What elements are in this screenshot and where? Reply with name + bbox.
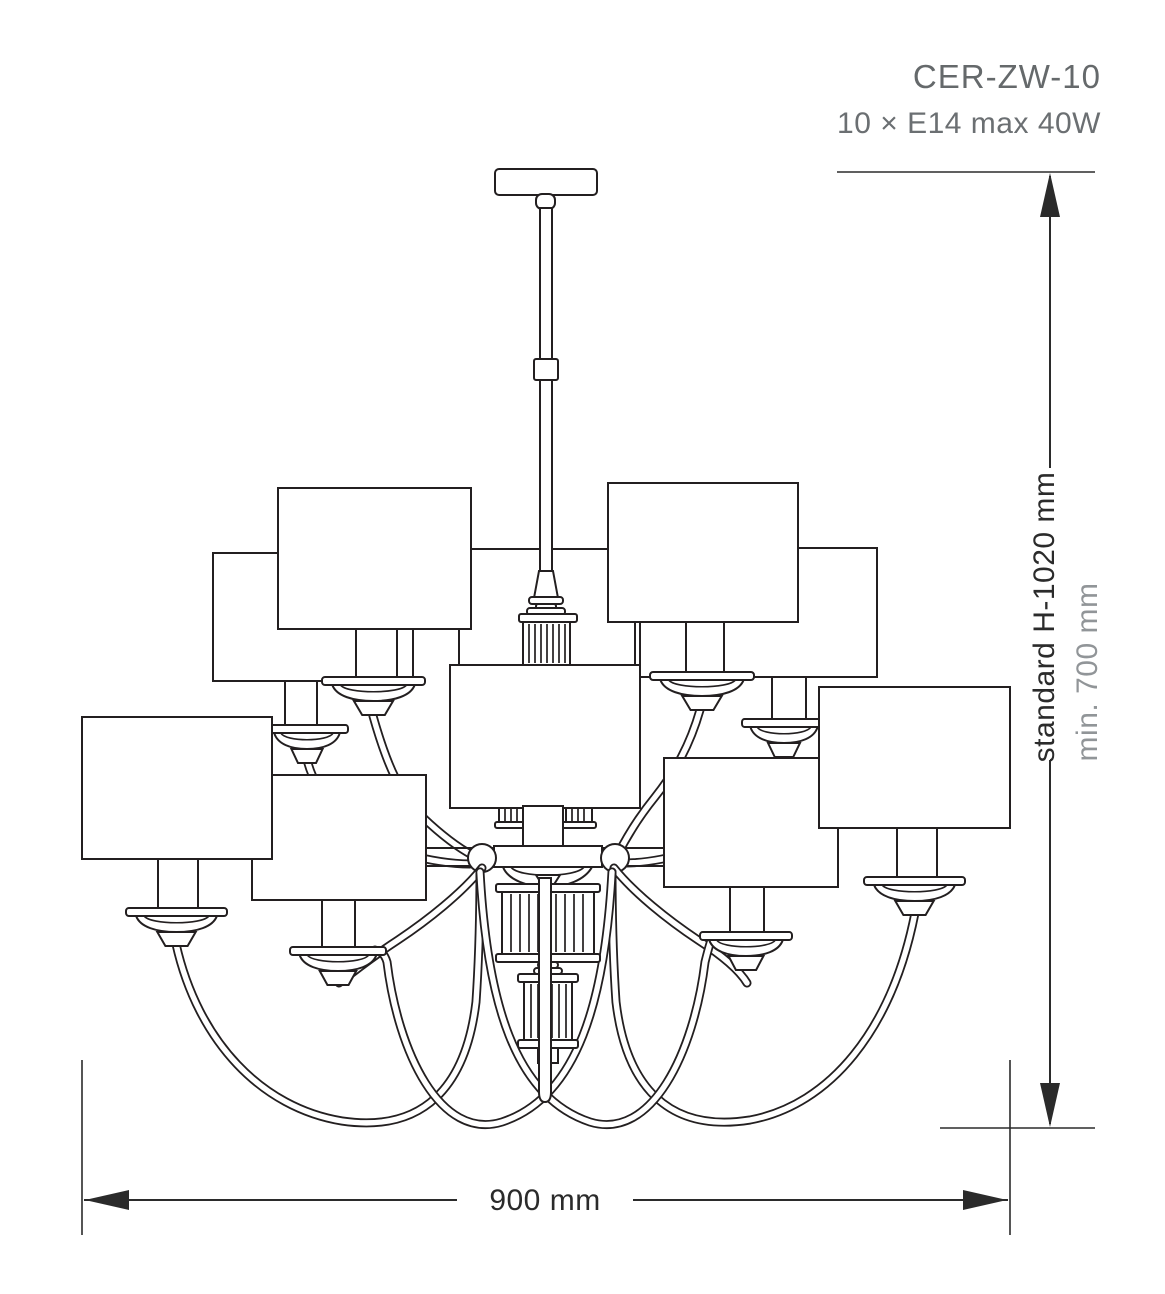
column-top-ribbed-section [518, 613, 578, 666]
shade-lower-left [81, 716, 273, 860]
bobeche-lower-left [124, 906, 229, 948]
hub-plate [493, 845, 603, 868]
shade-lower-midleft [251, 774, 427, 901]
shade-upper-right-group [607, 482, 799, 861]
shade-lower-midleft-group [251, 774, 427, 986]
candle-upper-right [685, 621, 725, 673]
bobeche-upper-right [648, 670, 756, 712]
hub-column [522, 805, 564, 848]
candle-rear-right [771, 676, 807, 722]
candle-upper-left [355, 628, 398, 678]
candle-lower-right [896, 827, 938, 878]
height-standard-label: standard H-1020 mm [1028, 472, 1061, 763]
shade-upper-left [277, 487, 472, 630]
shade-lower-midright-group [663, 757, 839, 971]
shade-center [449, 664, 641, 809]
candle-lower-left [157, 858, 199, 909]
column-center-rod [538, 877, 552, 1104]
arrow-right-icon [963, 1190, 1007, 1210]
arrow-left-icon [85, 1190, 129, 1210]
shade-lower-right-group [818, 686, 1011, 917]
height-dimension: standard H-1020 mm min. 700 mm [837, 171, 1104, 1129]
shade-lower-right [818, 686, 1011, 829]
arrow-down-icon [1040, 1083, 1060, 1127]
candle-lower-midright [729, 886, 765, 933]
bobeche-lower-right [862, 875, 967, 917]
product-code: CER-ZW-10 [913, 58, 1101, 95]
arrow-up-icon [1040, 173, 1060, 217]
candle-lower-midleft [321, 899, 356, 948]
height-min-label: min. 700 mm [1071, 583, 1104, 762]
hanging-rod [526, 207, 566, 616]
rod-flare [532, 570, 560, 599]
shade-upper-right [607, 482, 799, 623]
bobeche-rear-right [741, 718, 827, 758]
shade-lower-left-group [81, 716, 273, 948]
bobeche-rear-left [265, 724, 349, 764]
bobeche-lower-midleft [289, 946, 387, 986]
width-dimension: 900 mm [81, 1060, 1011, 1235]
column-lower-stack [495, 877, 601, 1104]
ceiling-canopy [494, 168, 598, 210]
lower-arms [171, 863, 920, 1129]
rod-coupler [533, 358, 559, 381]
product-lamp-spec: 10 × E14 max 40W [837, 107, 1101, 140]
width-label: 900 mm [489, 1184, 600, 1217]
shade-lower-midright [663, 757, 839, 888]
candle-rear-left [284, 680, 318, 728]
bobeche-upper-left [320, 675, 427, 717]
